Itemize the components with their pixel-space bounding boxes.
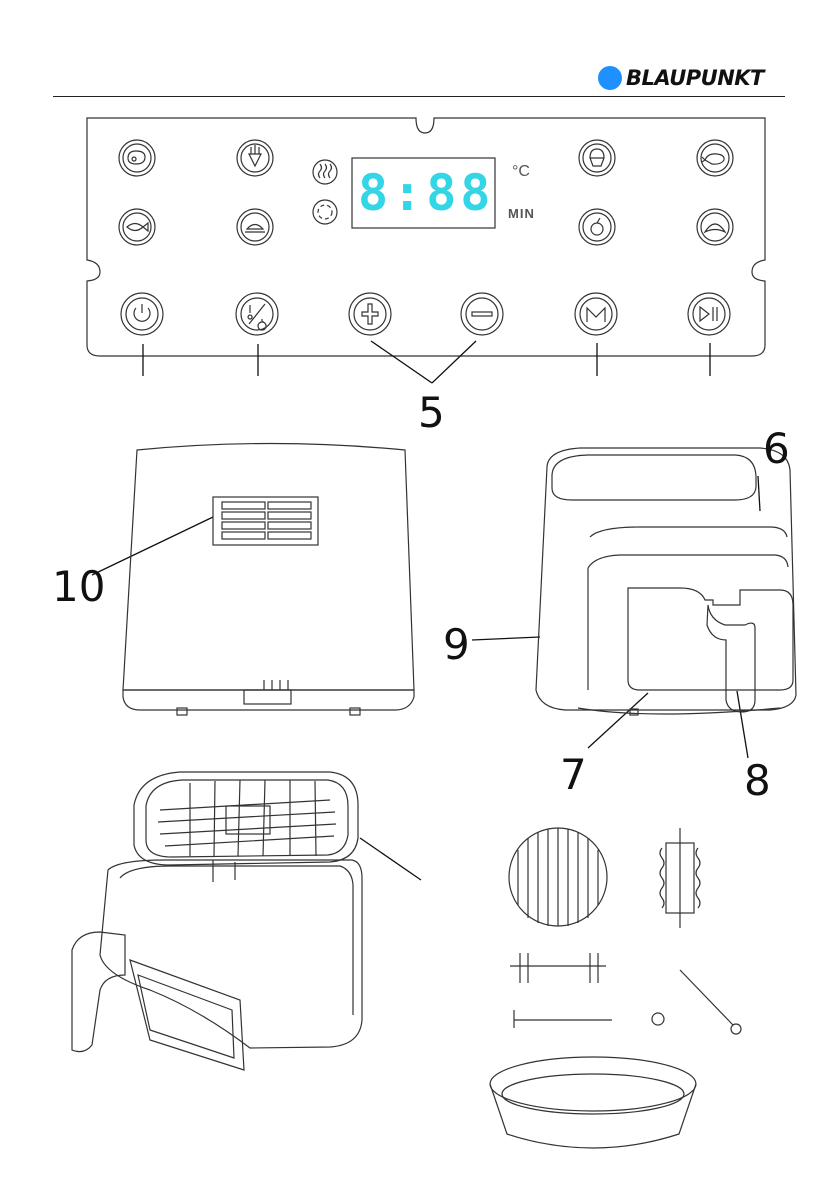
callout-5: 5 — [418, 392, 445, 434]
power-icon — [134, 304, 150, 321]
preset-button-steak[interactable] — [119, 140, 155, 176]
temp-time-button[interactable] — [236, 293, 278, 335]
cake-pan — [490, 1057, 696, 1148]
preset-button-shrimp[interactable] — [237, 209, 273, 245]
power-button[interactable] — [121, 293, 163, 335]
preset-button-fish[interactable] — [119, 209, 155, 245]
preset-button-chicken[interactable] — [697, 140, 733, 176]
callout-8: 8 — [744, 760, 771, 802]
cupcake-icon — [590, 149, 604, 166]
display-digits: 8:88 — [358, 163, 489, 223]
air-vent — [213, 497, 318, 545]
menu-m-icon — [587, 308, 605, 322]
fryer-back-view — [123, 444, 414, 716]
preset-button-pizza[interactable] — [697, 209, 733, 245]
plus-icon — [362, 304, 378, 324]
control-panel — [87, 118, 765, 356]
display-unit-min: MIN — [508, 206, 535, 221]
heat-indicator-icon — [313, 160, 337, 184]
thermometer-clock-icon — [248, 304, 266, 330]
minus-icon — [472, 312, 492, 316]
plus-button[interactable] — [349, 293, 391, 335]
steak-icon — [128, 151, 145, 164]
play-pause-icon — [700, 307, 717, 321]
rotisserie-spit — [510, 953, 606, 983]
start-pause-button[interactable] — [688, 293, 730, 335]
minus-button[interactable] — [461, 293, 503, 335]
callout-7: 7 — [560, 754, 587, 796]
chicken-leg-icon — [702, 154, 724, 164]
preset-button-vegetable[interactable] — [579, 209, 615, 245]
preset-button-cake[interactable] — [579, 140, 615, 176]
pizza-icon — [705, 224, 725, 232]
fork-tool — [680, 970, 741, 1034]
skewer-rack — [660, 828, 700, 928]
grill-rack-round — [509, 828, 607, 926]
skewer-pin — [514, 1010, 612, 1028]
fries-icon — [249, 145, 261, 166]
callout-9: 9 — [443, 624, 470, 666]
fish-icon — [127, 223, 148, 231]
lock-ring — [652, 1013, 664, 1025]
fryer-front-view — [536, 448, 796, 715]
callout-6: 6 — [763, 428, 790, 470]
vegetable-icon — [591, 218, 603, 235]
basket-assembly — [72, 772, 362, 1070]
preset-button-fries[interactable] — [237, 140, 273, 176]
fan-indicator-icon — [313, 200, 337, 224]
display-unit-celsius: °C — [512, 163, 530, 181]
callout-10: 10 — [52, 566, 105, 608]
shrimp-icon — [245, 225, 265, 233]
menu-button[interactable] — [575, 293, 617, 335]
